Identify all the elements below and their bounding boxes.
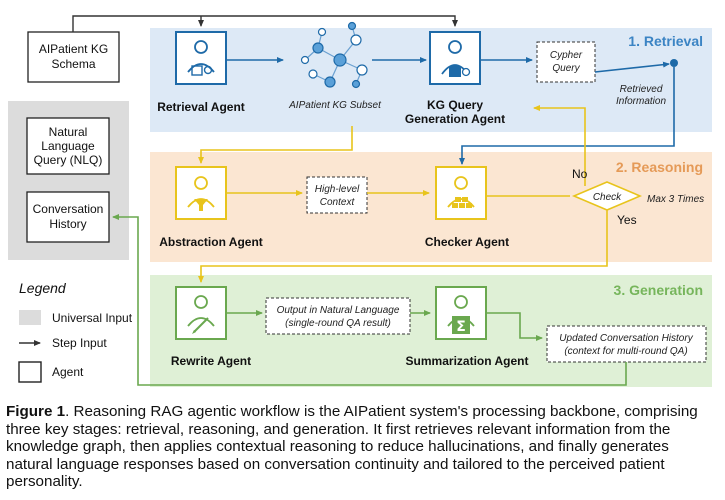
nlq-box: [26, 117, 110, 175]
updated-history-label: (context for multi-round QA): [564, 346, 687, 357]
stage-label-generation: 3. Generation: [614, 282, 703, 298]
check-yes-arrow: [198, 210, 608, 283]
check-diamond: [571, 181, 643, 211]
high-level-context-box: [306, 176, 368, 214]
updated-history-label: Updated Conversation History: [559, 333, 693, 344]
kg-schema-label: AIPatient KG: [39, 42, 108, 56]
query-to-abstraction-arrow: [198, 126, 353, 164]
high-level-context-label: Context: [320, 197, 356, 208]
summarization-agent-icon: Σ: [435, 286, 487, 340]
legend-agent-swatch: [18, 361, 42, 383]
sigma-icon: Σ: [456, 319, 466, 335]
figure-label: Figure 1: [6, 403, 66, 420]
nlq-label: Natural: [49, 125, 88, 139]
workflow-diagram: AIPatient KG Schema Natural Language Que…: [8, 15, 712, 387]
kg-endpoint-node: [670, 59, 678, 67]
cypher-query-label: Query: [552, 63, 580, 74]
output-natural-language-label: (single-round QA result): [285, 318, 391, 329]
kg-schema-label: Schema: [51, 57, 95, 71]
nlq-label: Language: [41, 139, 95, 153]
conversation-history-box: [26, 191, 110, 243]
retrieval-agent-icon: [175, 31, 227, 85]
checker-agent-icon: [435, 166, 487, 220]
kg-query-agent-label: KG Query: [427, 98, 483, 112]
check-no-loop-arrow: [533, 105, 586, 186]
legend-step-label: Step Input: [52, 336, 107, 350]
no-label: No: [572, 167, 588, 181]
summarization-agent-label: Summarization Agent: [406, 354, 529, 368]
kg-schema-box: [27, 31, 120, 83]
retrieval-agent-label: Retrieval Agent: [157, 100, 245, 114]
summarization-to-history-arrow: [486, 312, 543, 341]
high-level-context-label: High-level: [315, 184, 360, 195]
kg-subset-label: AIPatient KG Subset: [288, 100, 382, 111]
legend-universal-swatch: [19, 310, 41, 325]
cypher-to-kg-arrow: [594, 61, 670, 73]
rewrite-agent-icon: [175, 286, 227, 340]
rewrite-agent-label: Rewrite Agent: [171, 354, 251, 368]
schema-to-kg-query-arrow: [72, 15, 458, 32]
nlq-label: Query (NLQ): [34, 153, 103, 167]
output-natural-language-label: Output in Natural Language: [277, 305, 400, 316]
updated-history-box: [546, 325, 707, 363]
kg-query-agent-icon: [429, 31, 481, 85]
checker-agent-label: Checker Agent: [425, 235, 509, 249]
conversation-history-label: Conversation: [33, 202, 104, 216]
retrieved-info-label: Retrieved: [620, 84, 663, 95]
stage-label-retrieval: 1. Retrieval: [628, 33, 703, 49]
knowledge-graph-icon: [300, 21, 368, 89]
max-times-label: Max 3 Times: [647, 194, 704, 205]
caption-text: . Reasoning RAG agentic workflow is the …: [6, 403, 698, 491]
conversation-history-label: History: [49, 217, 86, 231]
legend-agent-label: Agent: [52, 365, 84, 379]
figure-caption: Figure 1. Reasoning RAG agentic workflow…: [6, 403, 718, 491]
yes-label: Yes: [617, 213, 637, 227]
check-label: Check: [593, 192, 622, 203]
history-feedback-arrow: [112, 214, 627, 386]
stage-label-reasoning: 2. Reasoning: [616, 159, 703, 175]
output-natural-language-box: [265, 297, 411, 335]
legend-universal-label: Universal Input: [52, 311, 133, 325]
abstraction-agent-icon: [175, 166, 227, 220]
legend-title: Legend: [19, 280, 67, 296]
reasoning-stage-panel: [150, 152, 712, 262]
cypher-query-label: Cypher: [550, 50, 583, 61]
retrieved-to-checker-arrow: [459, 67, 675, 165]
retrieved-info-label: Information: [616, 96, 666, 107]
kg-query-agent-label: Generation Agent: [405, 112, 505, 126]
abstraction-agent-label: Abstraction Agent: [159, 235, 263, 249]
cypher-query-box: [536, 41, 596, 83]
